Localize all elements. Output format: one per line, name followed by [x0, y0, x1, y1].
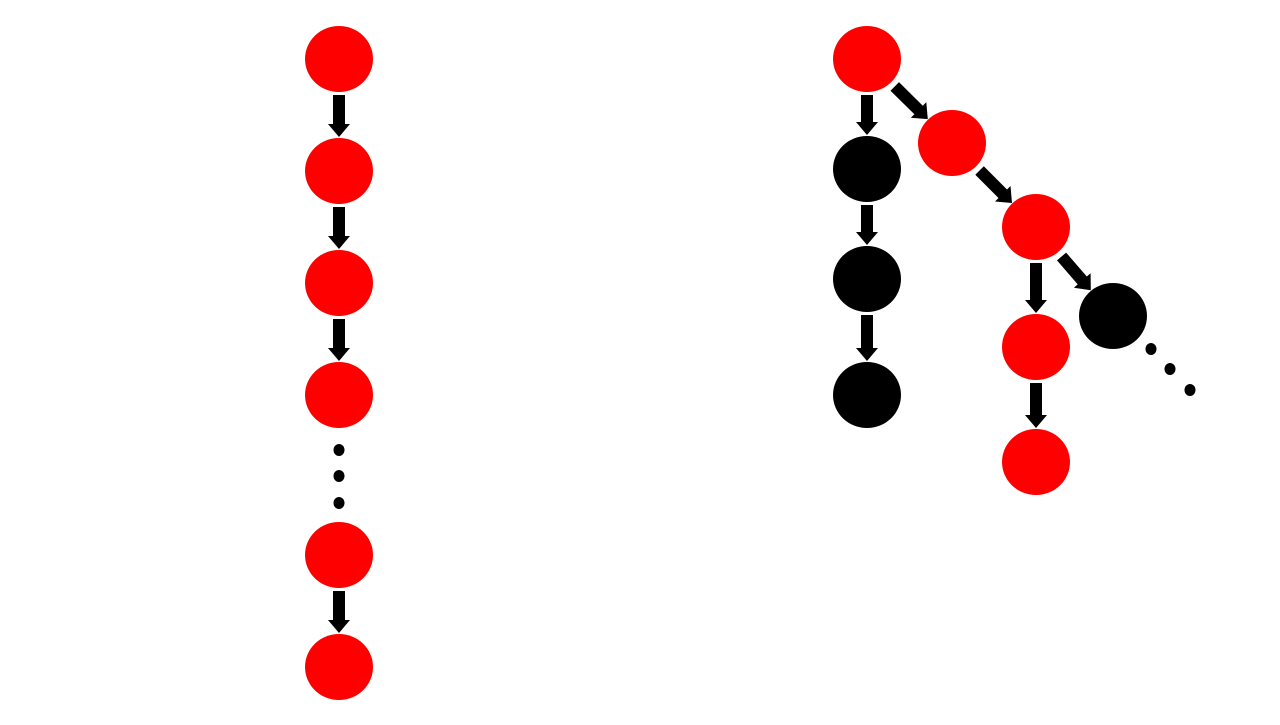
ellipsis-dot — [333, 444, 345, 456]
left-chain-arrow — [328, 207, 350, 249]
left-chain-node — [305, 362, 373, 428]
ellipsis-dot — [333, 470, 345, 482]
continuation-dot — [1184, 384, 1196, 396]
tree-arrow-b1-b2 — [856, 205, 878, 245]
tree-arrow-root-r1 — [890, 82, 928, 120]
tree-arrow-r1-r2 — [975, 166, 1012, 203]
tree-arrow-r3-r4 — [1025, 383, 1047, 428]
left-chain-node — [305, 250, 373, 316]
right-branching-tree — [833, 26, 1196, 495]
tree-node-r1 — [918, 110, 986, 176]
tree-node-r2 — [1002, 194, 1070, 260]
tree-node-b1 — [833, 136, 901, 202]
tree-arrow-r2-k1 — [1057, 252, 1091, 291]
tree-arrow-root-b1 — [856, 95, 878, 135]
continuation-dot — [1164, 363, 1176, 375]
tree-node-r4 — [1002, 429, 1070, 495]
tree-node-k1 — [1079, 283, 1147, 349]
tree-arrow-b2-b3 — [856, 315, 878, 361]
tree-node-b2 — [833, 246, 901, 312]
left-chain-node — [305, 138, 373, 204]
left-chain-node — [305, 522, 373, 588]
ellipsis-dot — [333, 497, 345, 509]
left-chain-arrow — [328, 319, 350, 361]
left-chain-node — [305, 26, 373, 92]
tree-arrow-r2-r3 — [1025, 263, 1047, 313]
left-chain-arrow — [328, 591, 350, 633]
tree-node-root — [833, 26, 901, 92]
left-chain-node — [305, 634, 373, 700]
left-chain-arrow — [328, 95, 350, 137]
continuation-dot — [1145, 343, 1157, 355]
left-linear-chain — [305, 26, 373, 700]
tree-node-b3 — [833, 362, 901, 428]
tree-node-r3 — [1002, 314, 1070, 380]
